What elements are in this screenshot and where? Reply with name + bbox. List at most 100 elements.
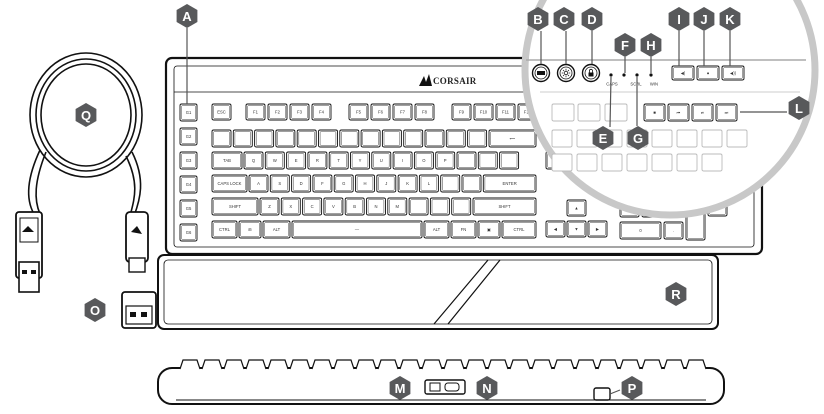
back-keycap	[641, 359, 663, 370]
callout-label: H	[646, 38, 655, 53]
callout-label: L	[795, 101, 803, 116]
back-keycap	[619, 359, 641, 370]
key-label: .	[673, 228, 674, 233]
arrow-down-key: ▼	[566, 220, 587, 238]
back-keycap	[289, 359, 311, 370]
back-keycap	[201, 359, 223, 370]
g-key: G6	[179, 223, 198, 242]
back-keycap	[531, 359, 553, 370]
usb-cable	[27, 52, 143, 217]
callout-b: B	[527, 7, 549, 64]
key-label: ⏮	[677, 110, 681, 115]
brightness-button	[556, 63, 576, 83]
key-label: ▶	[596, 227, 600, 232]
g-key: G5	[179, 199, 198, 218]
back-keycap	[575, 359, 597, 370]
g-key: G2	[179, 127, 198, 146]
callout-h: H	[640, 33, 662, 73]
back-keycap	[663, 359, 685, 370]
letter-key: I	[392, 151, 413, 170]
g-key: G1	[179, 103, 198, 122]
key-label: ALT	[273, 227, 281, 232]
letter-key: K	[397, 174, 418, 193]
callout-j: J	[693, 7, 715, 66]
key-label: G5	[186, 206, 192, 211]
left-ctrl-key: CTRL	[211, 220, 238, 239]
letter-key: T	[328, 151, 349, 170]
back-keycap	[355, 359, 377, 370]
callout-label: G	[633, 131, 643, 146]
back-keycap	[223, 359, 245, 370]
media-control-key: ⏮	[667, 103, 690, 122]
space-key: —	[291, 220, 423, 239]
key-label: F2	[275, 110, 281, 115]
key-label: S	[278, 181, 281, 186]
lock-icon	[588, 68, 594, 77]
key-label: K	[406, 181, 409, 186]
faded-key	[701, 129, 723, 148]
symbol-key	[456, 151, 477, 170]
key-label: CTRL	[219, 227, 231, 232]
function-key: F7	[392, 103, 413, 121]
enter-key: ENTER	[482, 174, 537, 193]
back-keycap	[685, 359, 707, 370]
cable-port	[593, 387, 611, 401]
win-key: ⊞	[238, 220, 262, 239]
key-label: F5	[356, 110, 362, 115]
key-label: H	[363, 181, 366, 186]
letter-key: W	[264, 151, 285, 170]
callout-label: A	[182, 9, 192, 24]
key-label: TAB	[223, 158, 231, 163]
key-label: —	[355, 227, 360, 232]
key-label: Y	[359, 158, 362, 163]
letter-key: Y	[350, 151, 370, 170]
callout-g: G	[627, 77, 649, 150]
letter-key: E	[286, 151, 307, 170]
number-key	[403, 129, 424, 148]
key-label: G3	[186, 158, 192, 163]
back-keycap	[421, 359, 443, 370]
key-label: F8	[422, 110, 428, 115]
media-volume-button: ◀))	[721, 65, 745, 81]
callout-a: A	[176, 4, 198, 104]
number-key	[445, 129, 466, 148]
number-key	[296, 129, 317, 148]
letter-key: D	[291, 174, 312, 193]
key-label: V	[332, 204, 335, 209]
faded-key	[651, 153, 673, 172]
key-label: G	[342, 181, 345, 186]
function-key: F9	[451, 103, 472, 121]
letter-key: J	[376, 174, 397, 193]
letter-key: Z	[259, 197, 280, 216]
callout-label: Q	[81, 108, 91, 123]
media-volume-button: ●	[696, 65, 720, 81]
key-label: ▣	[487, 227, 491, 232]
key-label: F1	[253, 110, 259, 115]
key-label: E	[295, 158, 298, 163]
brightness-icon	[561, 68, 571, 78]
symbol-key	[477, 151, 498, 170]
key-label: ◀	[554, 227, 558, 232]
callout-label: K	[725, 12, 735, 27]
callout-k: K	[719, 7, 741, 66]
arrow-up-key: ▲	[566, 199, 587, 217]
key-label: Z	[268, 204, 271, 209]
number-key	[424, 129, 445, 148]
function-key: F1	[245, 103, 266, 121]
key-label: F11	[502, 110, 510, 115]
key-label: ⟵	[509, 136, 515, 141]
number-key	[339, 129, 360, 148]
key-label: F9	[459, 110, 465, 115]
function-key: F6	[370, 103, 391, 121]
faded-key	[726, 129, 748, 148]
callout-label: J	[700, 12, 707, 27]
faded-key	[577, 103, 601, 122]
arrow-left-key: ◀	[545, 220, 566, 238]
callout-c: C	[553, 7, 575, 64]
callout-label: I	[677, 12, 681, 27]
key-label: U	[380, 158, 383, 163]
faded-key	[676, 153, 698, 172]
callout-q: Q	[75, 103, 97, 127]
callout-label: N	[482, 381, 491, 396]
